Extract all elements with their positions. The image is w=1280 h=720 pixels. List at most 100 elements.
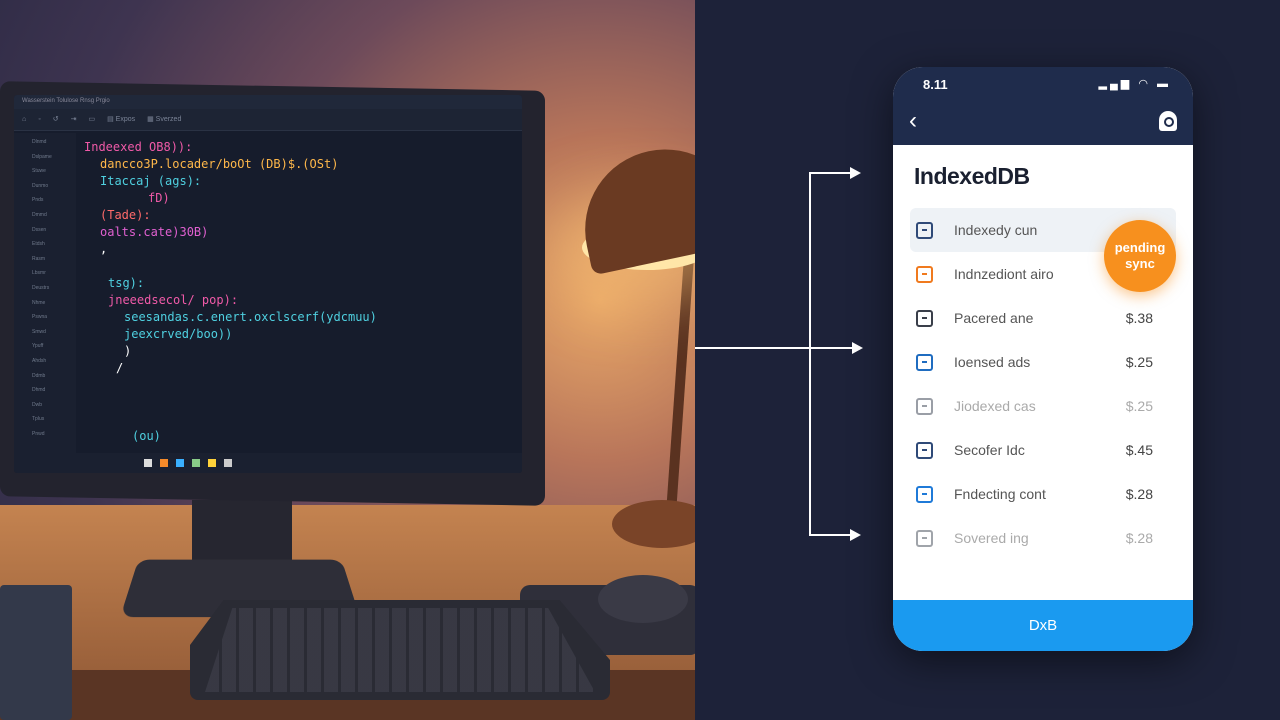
phone-header: 8.11 ▂▄▆ ◠ ▬ ‹ [893,67,1193,145]
connector-line [809,172,851,174]
monitor-screen: Wasserstein Tolulose Rnsg Prgio ⌂◦↺⇥▭▤ E… [14,95,522,473]
record-icon [916,221,933,239]
connector-line [695,347,855,349]
file-tree-item: Dwb [32,401,43,408]
status-icons: ▂▄▆ ◠ ▬ [1099,77,1171,90]
item-label: Secofer Idc [954,442,1025,458]
code-line: seesandas.c.enert.oxclscerf(ydcmuu) [124,310,377,324]
toolbar-button: ⌂ [22,116,27,123]
code-line: oalts.cate)30B) [100,225,209,239]
record-icon [916,397,933,415]
list-item[interactable]: Indnzediont airo [910,252,1176,296]
code-line [84,411,377,428]
code-line: jneeedsecol/ pop): [108,293,239,307]
taskbar-app-icon [224,459,232,467]
connector-line [809,173,811,536]
keyboard-keys [205,608,595,692]
file-tree-item: Dslpame [32,153,52,160]
arrow-icon [850,529,861,541]
connector-line [809,534,851,536]
list-item[interactable]: Ioensed ads $.25 [910,340,1176,384]
badge-line: pending [1114,240,1166,255]
item-price: $.25 [1125,354,1153,370]
back-button[interactable]: ‹ [909,107,917,134]
file-tree-item: Rasm [32,255,46,262]
file-tree-item: Dssen [32,226,47,233]
taskbar-app-icon [144,459,152,467]
editor-menubar: Wasserstein Tolulose Rnsg Prgio [14,95,522,109]
item-label: Jiodexed cas [954,398,1036,414]
record-icon [916,529,933,547]
toolbar-button: ↺ [52,116,59,123]
code-line: (Tade): [100,208,151,222]
item-label: Ioensed ads [954,354,1031,370]
file-tree-item: Pswna [32,314,48,321]
toolbar-button: ◦ [38,116,41,123]
lamp-arm [666,259,694,511]
code-line: Itaccaj (ags): [100,174,202,188]
code-line: (ou) [132,429,161,443]
record-icon [916,485,933,503]
taskbar-app-icon [208,459,216,467]
signal-icon: ▂▄▆ [1098,78,1133,90]
record-icon [916,309,933,327]
item-price: $.25 [1125,398,1153,414]
list-item[interactable]: Pacered ane $.38 [910,296,1176,340]
code-line: jeexcrved/boo)) [124,327,233,341]
list-item[interactable]: Sovered ing $.28 [910,516,1176,560]
record-icon [916,265,933,283]
toolbar-button: ▦ Sverzed [147,116,182,123]
list-item[interactable]: Fndecting cont$.28 [910,472,1176,516]
code-line: Indeexed OB8)): [84,140,193,154]
list-item[interactable]: Secofer Idc $.45 [910,428,1176,472]
mouse [598,575,688,623]
lamp-base [612,500,695,548]
status-time: 8.11 [923,77,948,92]
monitor-stand [192,500,292,560]
code-line: tsg): [108,276,145,290]
taskbar-app-icon [192,459,200,467]
item-label: Pacered ane [954,310,1034,326]
file-tree-item: Tplus [32,416,45,423]
page-title: IndexedDB [914,163,1030,189]
code-line: dancco3P.locader/boOt (DB)$.(OSt) [100,157,339,171]
record-icon [916,441,933,459]
code-line [84,394,377,411]
file-tree-item: Dunmo [32,182,49,189]
file-tree-item: Dlnmd [32,139,47,145]
pen-cup [0,585,72,720]
file-tree-item: Nhme [32,299,46,306]
code-line [84,258,377,275]
item-label: Indnzediont airo [954,266,1054,282]
file-tree-item: Dmmd [32,211,47,218]
list-item[interactable]: Jiodexed cas $.25 [910,384,1176,428]
toolbar-button: ▤ Expos [107,116,136,123]
wifi-icon: ◠ [1138,78,1151,90]
toolbar-button: ⇥ [70,116,77,123]
file-tree-item: Smwd [32,328,46,335]
primary-button[interactable]: DxB [893,600,1193,651]
file-tree-item: Lbsmr [32,270,46,277]
editor-toolbar: ⌂◦↺⇥▭▤ Expos▦ Sverzed [14,109,522,131]
file-tree-item: Ahdsh [32,357,47,364]
lamp-head [570,134,695,276]
file-tree-item: Ddmb [32,372,46,379]
item-price: $.45 [1125,442,1153,458]
item-label: Fndecting cont [954,486,1046,502]
file-tree-item: Ypuff [32,343,44,350]
arrow-icon [850,167,861,179]
code-editor: Indeexed OB8)): dancco3P.locader/boOt (DB… [84,139,377,445]
code-line: ) [124,344,132,358]
file-tree-item: Deustrs [32,284,50,291]
item-price: $.28 [1125,530,1153,546]
taskbar-app-icon [160,459,168,467]
item-label: Sovered ing [954,530,1029,546]
item-label: Indexedy cun [954,222,1038,238]
item-price: $.38 [1125,310,1153,326]
sync-icon[interactable] [1159,111,1177,131]
taskbar-app-icon [176,459,184,467]
desk-illustration: Wasserstein Tolulose Rnsg Prgio ⌂◦↺⇥▭▤ E… [0,0,695,720]
